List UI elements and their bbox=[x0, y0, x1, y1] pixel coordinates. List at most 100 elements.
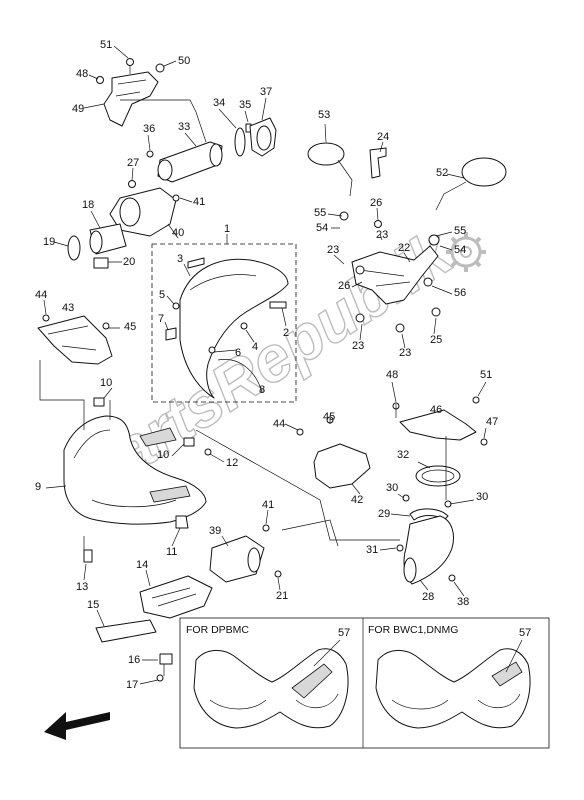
callout-35: 35 bbox=[239, 99, 251, 111]
callout-51b: 51 bbox=[480, 369, 492, 381]
gasket-19 bbox=[67, 235, 81, 261]
callout-26b: 26 bbox=[338, 280, 350, 292]
leader-lines bbox=[43, 45, 523, 685]
callout-55b: 55 bbox=[454, 225, 466, 237]
callout-13: 13 bbox=[76, 581, 88, 593]
callout-52: 52 bbox=[436, 167, 448, 179]
callout-1: 1 bbox=[224, 223, 230, 235]
callout-56: 56 bbox=[454, 287, 466, 299]
callout-34: 34 bbox=[213, 97, 225, 109]
fasteners-10-12-13 bbox=[83, 397, 212, 563]
callout-57a: 57 bbox=[338, 627, 350, 639]
nut-50 bbox=[155, 63, 165, 73]
duct-39 bbox=[209, 535, 265, 583]
variant-panel bbox=[179, 617, 550, 749]
callout-33: 33 bbox=[178, 121, 190, 133]
duct-end-37 bbox=[249, 117, 277, 157]
callout-21: 21 bbox=[276, 590, 288, 602]
callout-46: 46 bbox=[430, 404, 442, 416]
callout-9: 9 bbox=[35, 481, 41, 493]
callout-30b: 30 bbox=[476, 491, 488, 503]
callout-57b: 57 bbox=[519, 627, 531, 639]
callout-26a: 26 bbox=[370, 197, 382, 209]
gasket-15 bbox=[95, 619, 157, 643]
bolt-44-right bbox=[296, 428, 304, 436]
bracket-24 bbox=[369, 147, 387, 179]
intake-duct-33 bbox=[157, 141, 223, 183]
assembly-lines bbox=[39, 99, 447, 676]
callout-10a: 10 bbox=[100, 377, 112, 389]
inner-panel-43 bbox=[37, 314, 113, 365]
callout-54a: 54 bbox=[316, 222, 328, 234]
callout-32: 32 bbox=[397, 449, 409, 461]
clip-20 bbox=[93, 257, 109, 269]
callout-6: 6 bbox=[235, 347, 241, 359]
callout-17: 17 bbox=[126, 679, 138, 691]
callout-42: 42 bbox=[351, 494, 363, 506]
variant-dpbmc: FOR DPBMC bbox=[186, 624, 349, 729]
gear-icon bbox=[446, 232, 486, 272]
callout-23a: 23 bbox=[376, 229, 388, 241]
callout-24: 24 bbox=[377, 131, 389, 143]
duct-14 bbox=[139, 575, 213, 619]
callout-39: 39 bbox=[209, 525, 221, 537]
callout-48b: 48 bbox=[386, 369, 398, 381]
screw-16-17 bbox=[156, 653, 173, 682]
callout-10b: 10 bbox=[157, 449, 169, 461]
screen-bolts bbox=[165, 257, 287, 354]
callout-44b: 44 bbox=[273, 418, 285, 430]
upper-cowling-9 bbox=[63, 415, 207, 525]
callout-27: 27 bbox=[127, 157, 139, 169]
callout-5: 5 bbox=[159, 289, 165, 301]
callout-22: 22 bbox=[398, 242, 410, 254]
callout-20: 20 bbox=[123, 256, 135, 268]
callout-11: 11 bbox=[166, 546, 177, 558]
callout-45b: 45 bbox=[323, 411, 335, 423]
callout-15: 15 bbox=[87, 599, 99, 611]
callout-31: 31 bbox=[366, 544, 378, 556]
bracket-42 bbox=[313, 416, 371, 489]
callout-3: 3 bbox=[177, 253, 183, 265]
callout-8: 8 bbox=[259, 384, 265, 396]
callout-23c: 23 bbox=[352, 340, 364, 352]
callout-12: 12 bbox=[226, 457, 238, 469]
callout-50: 50 bbox=[178, 55, 190, 67]
bracket-49 bbox=[103, 71, 159, 127]
grommet-32 bbox=[415, 465, 461, 487]
callout-40: 40 bbox=[172, 227, 184, 239]
callout-29: 29 bbox=[378, 508, 390, 520]
screen-kit-box bbox=[151, 243, 297, 403]
seal-34 bbox=[234, 127, 246, 157]
callout-54b: 54 bbox=[454, 244, 466, 256]
bolt-51 bbox=[126, 58, 134, 74]
callout-48: 48 bbox=[76, 68, 88, 80]
callout-47: 47 bbox=[486, 416, 498, 428]
screw-41-upper bbox=[172, 194, 180, 202]
callout-19: 19 bbox=[43, 236, 55, 248]
callout-41b: 41 bbox=[262, 499, 274, 511]
callout-labels: 51 50 48 49 34 35 37 33 36 27 41 18 40 1… bbox=[35, 39, 531, 691]
callout-4: 4 bbox=[252, 341, 258, 353]
callout-43: 43 bbox=[62, 302, 74, 314]
callout-18: 18 bbox=[82, 199, 94, 211]
callout-53: 53 bbox=[318, 109, 330, 121]
callout-28: 28 bbox=[422, 591, 434, 603]
front-arrow-icon bbox=[44, 712, 110, 740]
callout-49: 49 bbox=[72, 103, 84, 115]
callout-23d: 23 bbox=[399, 347, 411, 359]
variant-label-bwc1: FOR BWC1,DNMG bbox=[368, 624, 458, 636]
callout-23b: 23 bbox=[327, 244, 339, 256]
stay-bracket-22 bbox=[339, 211, 441, 333]
bolt-48 bbox=[96, 76, 104, 84]
callout-37: 37 bbox=[260, 86, 272, 98]
callout-25: 25 bbox=[430, 334, 442, 346]
callout-51: 51 bbox=[100, 39, 112, 51]
duct-40 bbox=[89, 187, 177, 255]
callout-16: 16 bbox=[128, 654, 140, 666]
callout-45a: 45 bbox=[124, 321, 136, 333]
screw-36 bbox=[146, 150, 154, 158]
clip-30 bbox=[402, 494, 452, 508]
callout-41a: 41 bbox=[193, 196, 205, 208]
screw-41-lower bbox=[262, 524, 270, 532]
